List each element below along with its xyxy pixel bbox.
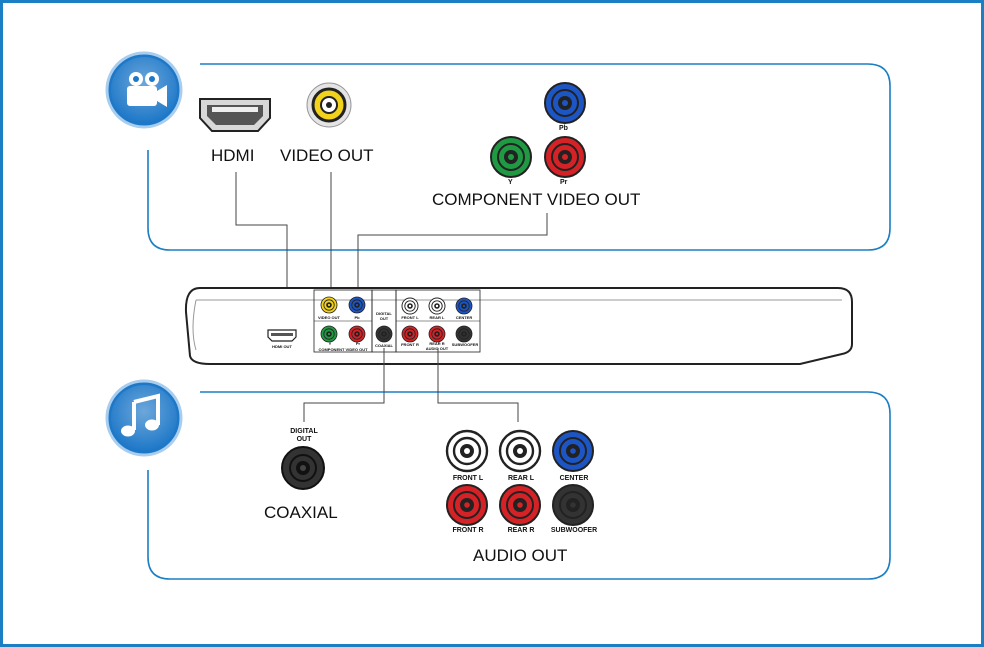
subwoofer-jack [552,484,594,526]
pb-label: Pb [559,125,568,132]
center-label: CENTER [559,475,589,482]
component-video-out-label: COMPONENT VIDEO OUT [432,190,641,209]
panel-center-label: CENTER [455,315,473,320]
front-r-label: FRONT R [452,527,484,534]
panel-y-label: Y [328,341,332,346]
panel-rear-r-label: REAR R [429,341,445,346]
video-section-box [147,63,891,251]
panel-subwoofer-label: SUBWOOFER [451,342,479,347]
panel-front-l-label: FRONT L [401,315,419,320]
front-l-label: FRONT L [452,475,484,482]
coaxial-jack [281,446,325,490]
coaxial-label: COAXIAL [264,503,338,522]
front-r-jack [446,484,488,526]
audio-out-label: AUDIO OUT [473,546,568,565]
rear-r-label: REAR R [507,527,535,534]
panel-pb-jack [348,296,366,314]
component-pr-jack [544,136,586,178]
audio-section-box [147,391,891,580]
panel-pb-label: Pb [354,315,360,320]
pr-label: Pr [560,179,568,186]
center-jack [552,430,594,472]
panel-front-r-label: FRONT R [401,342,419,347]
panel-digital-out-label: DIGITAL OUT [376,311,392,321]
panel-hdmi-out-label: HDMI OUT [272,344,292,349]
panel-coaxial-label: COAXIAL [375,343,393,348]
panel-rear-l-label: REAR L [429,315,445,320]
hdmi-connector [199,98,271,132]
panel-component-label: COMPONENT VIDEO OUT [318,347,368,352]
hdmi-label: HDMI [211,146,255,165]
panel-center-jack [455,297,473,315]
music-note-icon [105,379,183,457]
panel-audio-out-label: AUDIO OUT [425,346,449,351]
video-out-label: VIDEO OUT [280,146,374,165]
panel-video-out-jack [320,296,338,314]
subwoofer-label: SUBWOOFER [550,527,598,534]
y-label: Y [508,179,513,186]
panel-coaxial-jack [375,325,393,343]
coaxial-connection-line [303,348,385,422]
panel-rear-l-jack [428,297,446,315]
panel-front-l-jack [401,297,419,315]
video-camera-icon [105,51,183,129]
panel-y-jack [320,325,338,343]
player-back-panel [184,287,853,365]
digital-out-label: DIGITAL OUT [290,428,318,443]
panel-pr-label: Pr [355,341,361,346]
panel-pr-jack [348,325,366,343]
rear-l-label: REAR L [507,475,535,482]
audio-connection-line [437,348,519,422]
video-out-rca-jack [306,82,352,128]
panel-front-r-jack [401,325,419,343]
panel-video-out-label: VIDEO OUT [317,315,340,320]
panel-rear-r-jack [428,325,446,343]
rear-r-jack [499,484,541,526]
component-connection-line [357,213,548,290]
front-l-jack [445,429,489,473]
hdmi-connection-line [235,172,288,330]
component-y-jack [490,136,532,178]
rear-l-jack [498,429,542,473]
component-pb-jack [544,82,586,124]
panel-subwoofer-jack [455,325,473,343]
